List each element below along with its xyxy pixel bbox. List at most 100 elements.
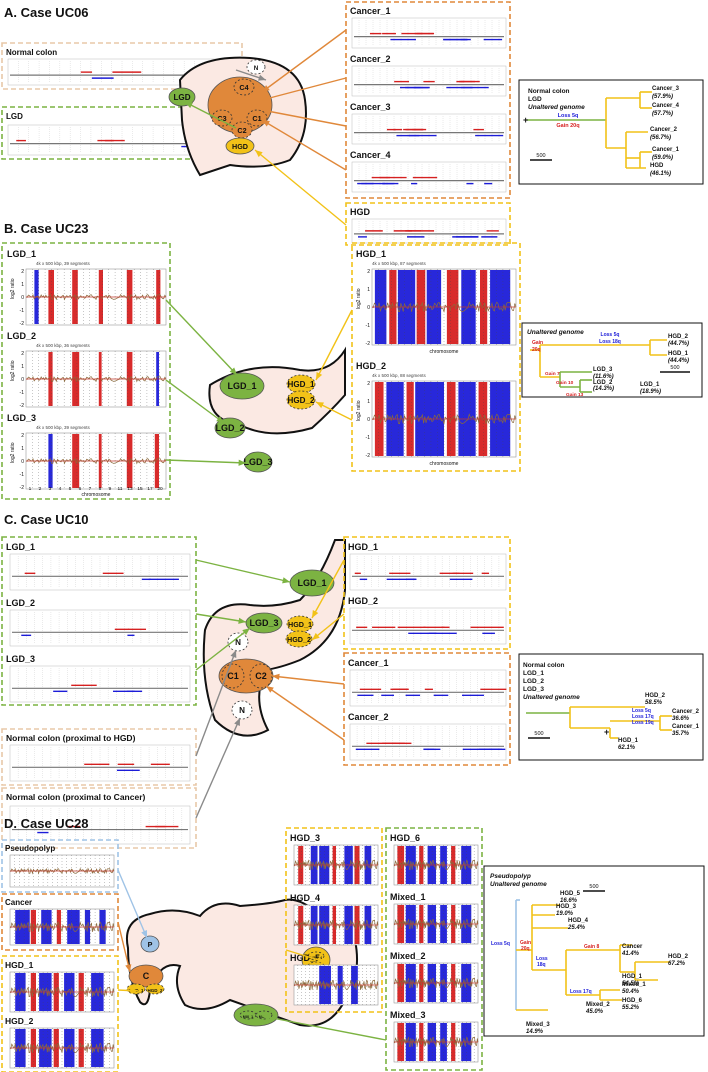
y-tick: 0 [367, 417, 370, 423]
tree-a-leaf-2: Cancer_4 [652, 103, 680, 109]
tree-c-marker: + [604, 727, 609, 737]
tree-a-event-1: Loss 5q [558, 113, 579, 119]
lesion-label: C3 [217, 114, 226, 123]
plot-label-hgd: HGD [350, 207, 371, 217]
log2-plot-d-hgd-2 [9, 1027, 115, 1069]
panel-d-pseudo-box [1, 839, 119, 893]
plot-label-d-right-4: Mixed_3 [390, 1010, 426, 1020]
tree-a-leaf-4: Cancer_1 [652, 147, 680, 153]
lesion-hgd: HGD [225, 137, 255, 155]
plot-label-b-lgd-3: LGD_3 [7, 413, 36, 423]
tree-b-event-2: Gain 7 [545, 371, 560, 377]
arrowhead [316, 372, 323, 380]
lesion-shape [231, 700, 253, 720]
lesion-d-hgd1: HGD_1 [126, 983, 146, 995]
y-tick: -1 [366, 435, 371, 441]
y-tick: 2 [367, 381, 370, 387]
plot-label-c-normal-cancer: Normal colon (proximal to Cancer) [6, 792, 145, 802]
cn-track-cancer-3 [351, 113, 507, 145]
cn-track-c-lgd-2 [9, 609, 191, 647]
lesion-label: LGD_3 [249, 618, 278, 628]
lesion-label: P [148, 940, 153, 949]
log2-plot-d-cancer [9, 908, 115, 946]
arrowhead [229, 367, 237, 375]
tree-b-event-1b: 20q [532, 347, 541, 353]
lesion-label: MIX_1 [243, 1015, 253, 1019]
tree-d-leaf-10: Mixed_3 [526, 1022, 550, 1028]
plot-label-lgd: LGD [6, 112, 23, 121]
x-axis-label: chromosome [430, 461, 459, 467]
tree-d-event-6: Gain 8 [584, 944, 600, 950]
arrow-cancer-1 [261, 29, 347, 93]
cn-track-hgd [351, 218, 507, 244]
cn-track-c-normal-cancer [9, 805, 191, 845]
y-tick: 2 [21, 269, 24, 275]
panel-b-hgd-box [351, 242, 521, 472]
arrowhead [312, 610, 319, 618]
ratio-points [293, 919, 379, 931]
tree-d-leaf-6: HGD_2 [668, 954, 689, 960]
x-tick: 2 [39, 486, 42, 492]
arrow-line [315, 309, 353, 381]
tree-a-pct-2: (57.7%) [652, 111, 673, 117]
tree-c-leaf-2: Cancer_2 [672, 709, 700, 715]
arrowhead [125, 964, 132, 972]
log2-plot-d-mid-3 [293, 964, 379, 1006]
plot-label-d-cancer: Cancer [5, 898, 32, 907]
plot-label-c-cancer-1: Cancer_1 [348, 658, 389, 668]
tree-c-root-5: Unaltered genome [523, 694, 580, 701]
tree-c-root-2: LGD_1 [523, 670, 544, 677]
tree-c-leaf-4: HGD_1 [618, 738, 639, 744]
arrow-normal-to-n [235, 69, 267, 81]
arrow-line [165, 379, 225, 424]
plot-label-c-cancer-2: Cancer_2 [348, 712, 389, 722]
x-tick: 17 [147, 486, 153, 492]
arrowhead [258, 74, 266, 81]
arrow-d-mid [285, 949, 326, 963]
tree-a-pct-4: (59.0%) [652, 155, 673, 161]
tree-b-event-4: Gain 13 [566, 392, 584, 398]
ratio-points [9, 1042, 115, 1054]
tree-d-event-5: 18q [537, 962, 546, 968]
y-tick: 0 [21, 459, 24, 465]
tree-b-pct-1: (44.7%) [668, 341, 689, 347]
ratio-points [9, 867, 115, 875]
lesion-label: HGD_1 [288, 380, 315, 389]
lesion-label: C1 [227, 671, 239, 681]
tree-d-leaf-9: HGD_6 [622, 998, 643, 1004]
lesion-label: HGD_1 [288, 620, 312, 629]
lesion-label: N [254, 65, 259, 72]
log2-plot-d-hgd-1 [9, 971, 115, 1013]
arrowhead [262, 85, 270, 92]
ratio-points [293, 979, 379, 991]
arrow-line [195, 613, 247, 623]
tree-d-pct-4: 41.4% [621, 951, 640, 957]
x-tick: 6 [79, 486, 82, 492]
ratio-points [293, 859, 379, 871]
lesion-shape [286, 374, 316, 394]
arrow-c-hgd1 [311, 559, 345, 619]
tree-d-pct-9: 55.2% [622, 1005, 640, 1011]
arrowhead [216, 416, 224, 423]
plot-label-b-lgd-1: LGD_1 [7, 249, 36, 259]
arrow-c-lgd1 [195, 559, 291, 584]
ratio-points [371, 413, 517, 425]
arrowhead [316, 402, 324, 409]
arrow-c-cancer2 [265, 685, 345, 741]
tree-d-pct-8: 50.4% [622, 989, 640, 995]
cn-track-cancer-2 [351, 65, 507, 97]
cn-track-c-cancer-2 [349, 723, 507, 761]
tree-d-pct-10: 14.9% [526, 1029, 544, 1035]
tree-b-root: Unaltered genome [527, 329, 584, 336]
y-tick: -2 [20, 321, 25, 327]
plot-label-b-hgd-2: HGD_2 [356, 361, 386, 371]
lesion-shape [231, 121, 253, 139]
plot-subtitle-b-hgd-2: 4k x 500 kbp, 88 segments [372, 373, 427, 378]
lesion-c-n1: N [227, 632, 249, 652]
x-tick: 11 [118, 486, 123, 492]
lesion-label: N [235, 638, 241, 647]
arrow-c-hgd2 [311, 613, 345, 641]
lesion-shape [219, 372, 265, 400]
tree-c-root-4: LGD_3 [523, 686, 544, 693]
arrow-line [261, 1015, 387, 1041]
